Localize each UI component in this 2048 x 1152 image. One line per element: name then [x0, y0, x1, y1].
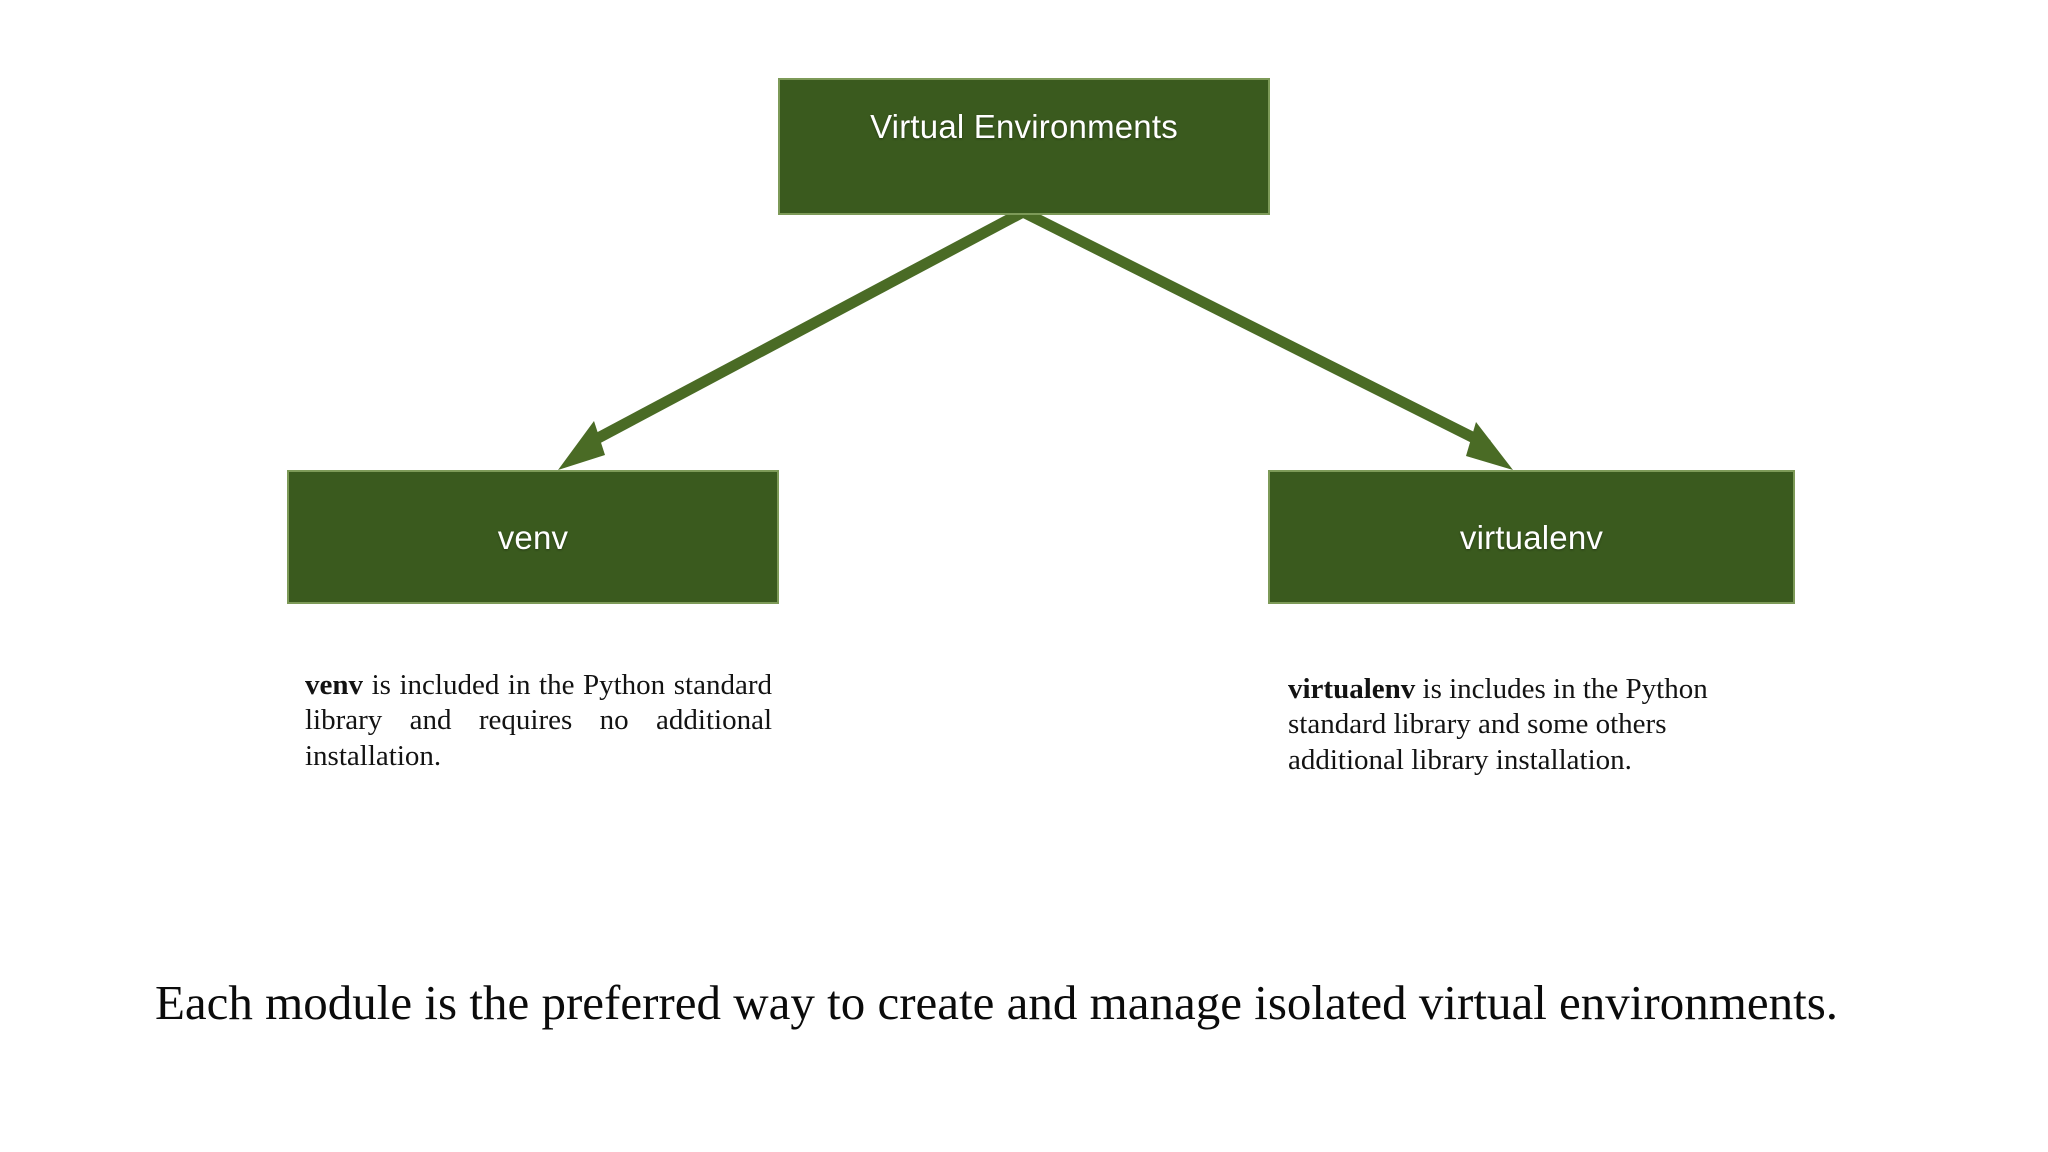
caption-virtualenv-term: virtualenv: [1288, 673, 1416, 705]
caption-virtualenv: virtualenv is includes in the Python sta…: [1288, 672, 1708, 778]
node-virtual-environments[interactable]: Virtual Environments: [778, 78, 1270, 215]
caption-venv-term: venv: [305, 669, 363, 701]
node-venv[interactable]: venv: [287, 470, 779, 604]
footer-statement: Each module is the preferred way to crea…: [155, 975, 1839, 1030]
node-venv-label: venv: [497, 518, 569, 556]
connector-line-virtualenv: [1020, 207, 1491, 450]
connector-root-to-venv: [558, 207, 1026, 470]
caption-virtualenv-body: is includes in the Python standard libra…: [1288, 673, 1708, 776]
connector-root-to-virtualenv: [1020, 207, 1513, 470]
arrowhead-venv: [558, 421, 605, 470]
arrowhead-virtualenv: [1466, 422, 1513, 470]
connector-line-venv: [582, 207, 1026, 450]
node-virtual-environments-label: Virtual Environments: [870, 108, 1178, 145]
node-virtualenv-label: virtualenv: [1459, 518, 1604, 556]
node-virtualenv[interactable]: virtualenv: [1268, 470, 1795, 604]
caption-venv: venv is included in the Python standard …: [305, 668, 772, 774]
caption-venv-body: is included in the Python standard libra…: [305, 669, 772, 772]
